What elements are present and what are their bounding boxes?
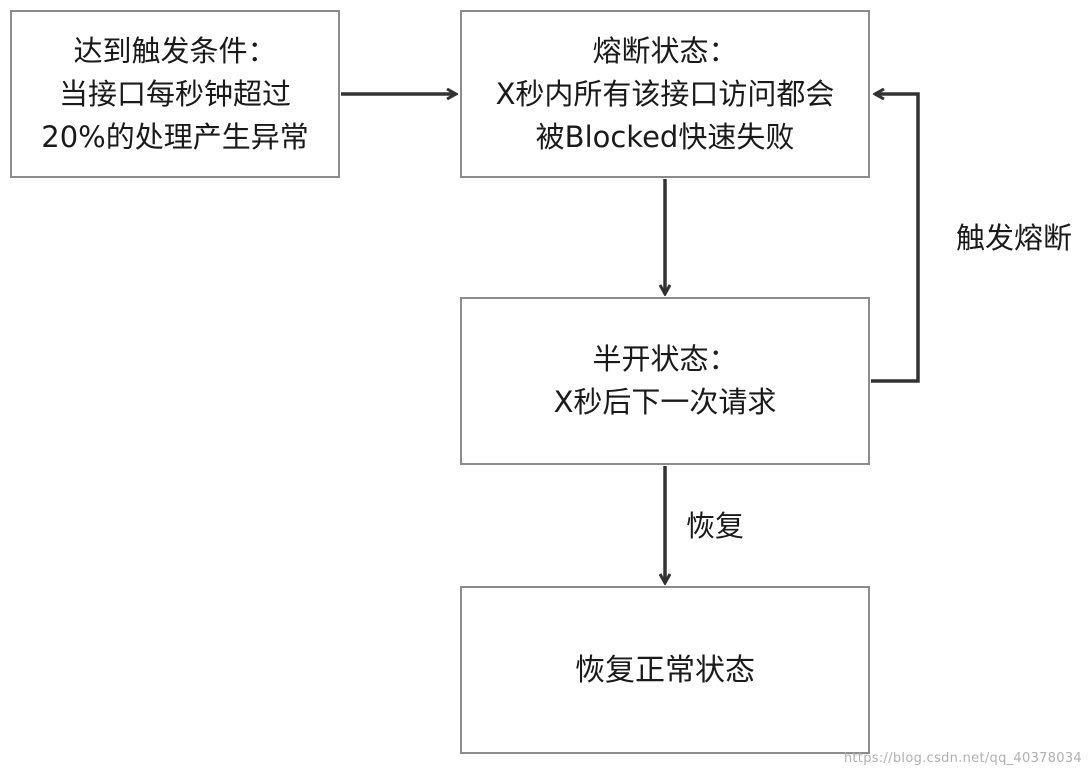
node-normal-state: 恢复正常状态	[460, 586, 870, 754]
node-trigger-line-2: 当接口每秒钟超过	[58, 76, 291, 111]
watermark: https://blog.csdn.net/qq_40378034	[843, 751, 1082, 766]
node-open-line-1: 熔断状态：	[592, 33, 738, 68]
node-open-line-2: X秒内所有该接口访问都会	[495, 76, 835, 111]
edge-label-recover: 恢复	[686, 509, 745, 543]
node-half-open: 半开状态： X秒后下一次请求	[460, 297, 870, 465]
arrow-half-to-open-trip	[871, 94, 920, 383]
node-normal-line-1: 恢复正常状态	[575, 652, 755, 688]
node-half-line-1: 半开状态：	[592, 342, 738, 376]
node-circuit-open: 熔断状态： X秒内所有该接口访问都会 被Blocked快速失败	[460, 10, 870, 178]
edge-label-trip: 触发熔断	[956, 221, 1073, 255]
node-trigger-line-1: 达到触发条件：	[73, 33, 277, 68]
node-open-line-3: 被Blocked快速失败	[535, 119, 795, 154]
node-trigger-line-3: 20%的处理产生异常	[41, 119, 309, 154]
node-trigger-condition: 达到触发条件： 当接口每秒钟超过 20%的处理产生异常	[10, 10, 340, 178]
node-half-line-2: X秒后下一次请求	[553, 385, 777, 419]
